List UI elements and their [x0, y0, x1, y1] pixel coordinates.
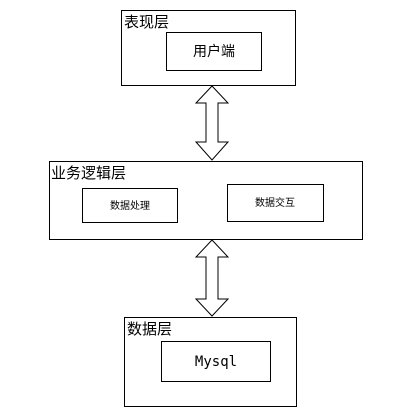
- data-layer-label: 数据层: [127, 320, 172, 338]
- mysql-module-box: [161, 341, 271, 382]
- presentation-layer: 表现层 用户端: [121, 10, 296, 86]
- client-module-label: 用户端: [193, 43, 235, 60]
- data-processing-module-label: 数据处理: [110, 199, 150, 212]
- double-arrow-icon: [194, 239, 230, 317]
- double-arrow-icon: [194, 85, 230, 161]
- presentation-layer-label: 表现层: [124, 13, 169, 31]
- client-module-box: [166, 32, 262, 71]
- data-layer: 数据层 Mysql: [124, 317, 297, 407]
- data-interaction-module-box: [227, 184, 324, 222]
- business-layer-label: 业务逻辑层: [51, 164, 126, 182]
- data-processing-module-box: [82, 188, 178, 223]
- data-interaction-module-label: 数据交互: [255, 196, 295, 209]
- mysql-module-label: Mysql: [195, 354, 237, 370]
- business-layer: 业务逻辑层 数据处理 数据交互: [49, 161, 363, 240]
